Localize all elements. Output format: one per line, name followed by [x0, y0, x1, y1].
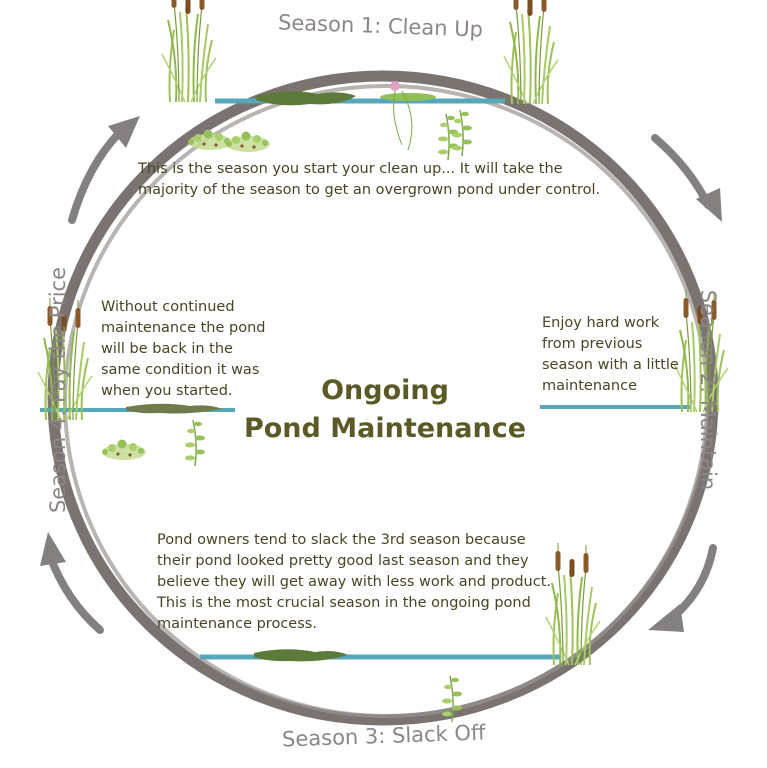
season3-description: Pond owners tend to slack the 3rd season… [157, 532, 551, 632]
season1-description: This is the season you start your clean … [138, 161, 601, 198]
lily-flower [390, 81, 400, 91]
arrow-season4-to-season1 [68, 116, 140, 224]
diagram-title: Ongoing Pond Maintenance [200, 372, 570, 448]
season1-pond-scene [161, 0, 559, 161]
lily-pad [380, 93, 436, 101]
season2-pond-scene [540, 289, 729, 413]
algae-mat [256, 91, 356, 106]
season4-label: Season 4: Pay the Price [46, 266, 71, 514]
season4-description: Without continued maintenance the pond w… [101, 299, 266, 399]
arrow-season1-to-season2 [651, 134, 722, 222]
title-line-1: Ongoing [321, 375, 449, 406]
season2-description: Enjoy hard work from previous season wit… [542, 315, 679, 394]
title-line-2: Pond Maintenance [243, 413, 527, 444]
arrow-season2-to-season3 [648, 544, 717, 632]
algae-mat [126, 403, 222, 414]
algae-patch [254, 649, 348, 662]
season4-pond-scene [37, 297, 235, 467]
season2-label: Season 2: Maintain [696, 289, 721, 491]
season3-pond-scene [200, 542, 601, 723]
arrow-season3-to-season4 [40, 532, 104, 634]
